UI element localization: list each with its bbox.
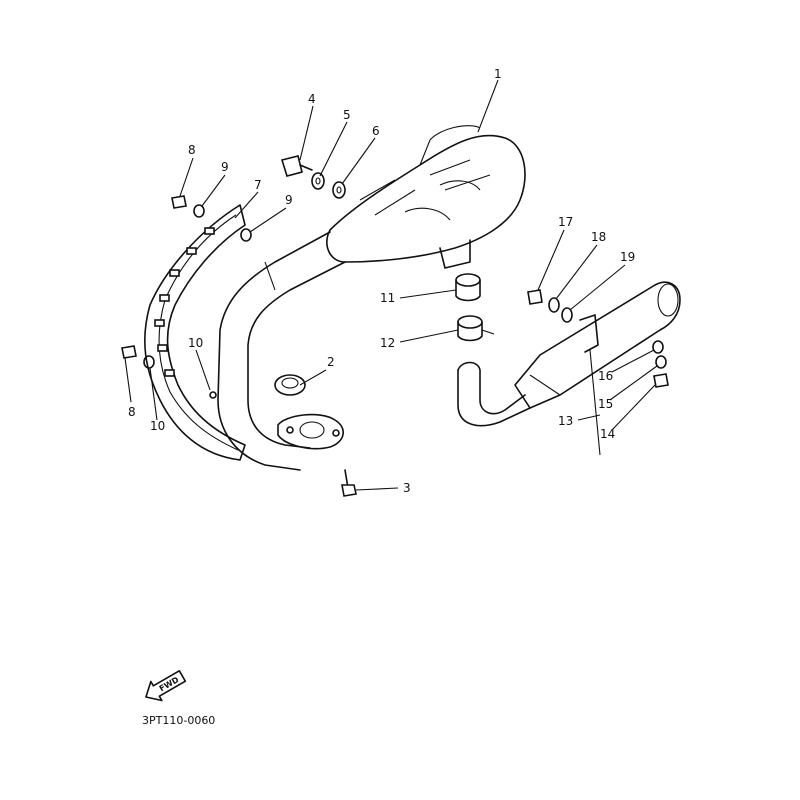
washer-part-5[interactable]: [311, 172, 325, 190]
label-11: 11: [380, 291, 395, 305]
muffler-part-13[interactable]: [457, 281, 681, 427]
washer-part-9-right[interactable]: [240, 228, 252, 242]
label-12: 12: [380, 336, 395, 350]
label-10-upper: 10: [188, 336, 203, 350]
label-13: 13: [558, 414, 573, 428]
forward-direction-arrow: FWD: [145, 670, 187, 702]
washer-part-19[interactable]: [561, 307, 573, 323]
heat-shield-part-7[interactable]: [144, 204, 246, 461]
label-6: 6: [372, 124, 380, 138]
label-9-right: 9: [285, 193, 293, 207]
clamp-part-12[interactable]: [457, 315, 495, 342]
exhaust-pipe-part-1[interactable]: [217, 125, 526, 471]
label-19: 19: [620, 250, 635, 264]
bolt-part-17[interactable]: [527, 289, 543, 305]
screw-part-8-lower[interactable]: [121, 345, 137, 359]
washer-part-9-upper[interactable]: [193, 204, 205, 218]
label-3: 3: [403, 481, 411, 495]
label-14: 14: [600, 427, 615, 441]
leader-lines: [124, 79, 658, 491]
washer-part-6[interactable]: [332, 181, 346, 199]
washer-part-18[interactable]: [548, 297, 560, 313]
label-16: 16: [598, 369, 613, 383]
grommet-part-11[interactable]: [455, 273, 481, 302]
bolt-part-3[interactable]: [341, 469, 357, 497]
label-5: 5: [343, 108, 351, 122]
label-8-upper: 8: [188, 143, 196, 157]
label-7: 7: [254, 178, 262, 192]
label-2: 2: [327, 355, 335, 369]
part-labels: 1 2 3 4 5 6 7 8 9 9 10 11 12 8 10 17 18 …: [128, 67, 635, 495]
label-17: 17: [558, 215, 573, 229]
label-10-lower: 10: [150, 419, 165, 433]
bolt-part-14[interactable]: [653, 373, 669, 388]
label-4: 4: [308, 92, 316, 106]
washer-part-10-lower[interactable]: [143, 355, 155, 369]
washer-part-16[interactable]: [652, 340, 664, 354]
washer-part-15[interactable]: [655, 355, 667, 369]
screw-part-8-upper[interactable]: [171, 195, 187, 209]
label-15: 15: [598, 397, 613, 411]
label-18: 18: [591, 230, 606, 244]
label-9-upper: 9: [221, 160, 229, 174]
bolt-part-4[interactable]: [280, 155, 313, 177]
label-1: 1: [494, 67, 502, 81]
drawing-code: 3PT110-0060: [142, 714, 215, 727]
gasket-part-2[interactable]: [274, 374, 306, 396]
label-8-lower: 8: [128, 405, 136, 419]
